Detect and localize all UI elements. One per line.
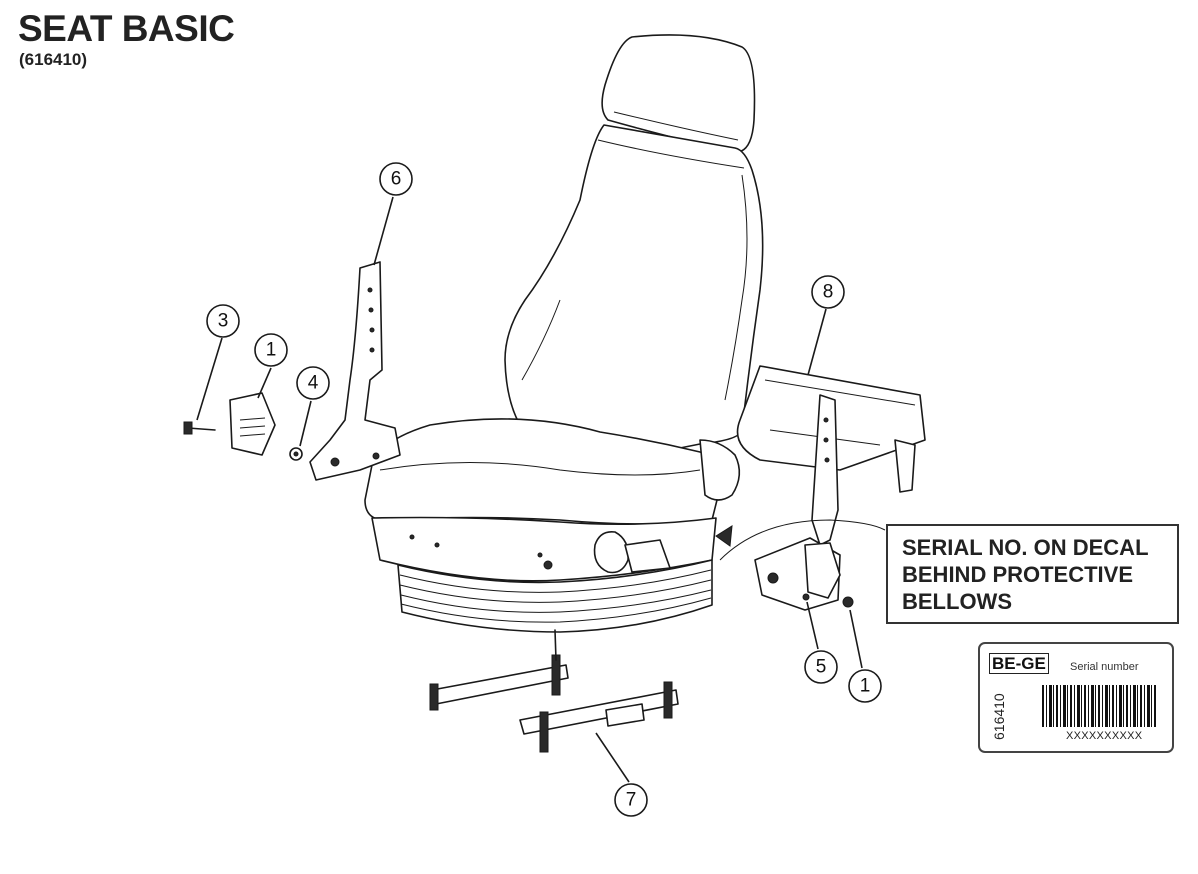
callout-1-left: 1 xyxy=(254,333,288,367)
screw-3 xyxy=(183,421,216,435)
serial-note-line: SERIAL NO. ON DECAL xyxy=(902,535,1149,560)
serial-location-arrow xyxy=(715,519,886,561)
right-armrest-assembly xyxy=(736,365,926,546)
serial-decal: BE-GE Serial number 616410 XXXXXXXXXX xyxy=(978,642,1174,753)
latch-1-left xyxy=(229,392,276,456)
seat-rails xyxy=(429,629,679,753)
callout-8: 8 xyxy=(811,275,845,309)
callout-3: 3 xyxy=(206,304,240,338)
callout-7: 7 xyxy=(614,783,648,817)
callout-label: 1 xyxy=(266,340,277,361)
backrest xyxy=(504,124,764,454)
callout-4: 4 xyxy=(296,366,330,400)
callout-1-right: 1 xyxy=(848,669,882,703)
page-title: SEAT BASIC xyxy=(18,8,235,49)
leader-lines xyxy=(196,196,863,783)
callout-label: 6 xyxy=(391,169,402,190)
washer-4 xyxy=(289,447,303,461)
decal-serial-placeholder: XXXXXXXXXX xyxy=(1066,730,1143,742)
serial-note-line: BELLOWS xyxy=(902,589,1012,614)
callout-5: 5 xyxy=(804,650,838,684)
callout-label: 8 xyxy=(823,282,834,303)
serial-note-box: SERIAL NO. ON DECAL BEHIND PROTECTIVE BE… xyxy=(886,524,1179,624)
seat-base xyxy=(371,439,741,633)
decal-serial-label: Serial number xyxy=(1070,661,1139,673)
decal-part-number: 616410 xyxy=(991,693,1007,740)
barcode xyxy=(1042,685,1157,727)
callout-label: 5 xyxy=(816,657,827,678)
callout-label: 1 xyxy=(860,676,871,697)
left-armrest-bracket xyxy=(309,261,401,481)
callout-6: 6 xyxy=(379,162,413,196)
decal-code: BE-GE xyxy=(989,653,1049,674)
serial-note-line: BEHIND PROTECTIVE xyxy=(902,562,1134,587)
callout-label: 3 xyxy=(218,311,229,332)
right-seat-bracket xyxy=(754,537,854,611)
part-number: (616410) xyxy=(19,50,88,69)
callout-label: 4 xyxy=(308,373,319,394)
callout-label: 7 xyxy=(626,790,637,811)
